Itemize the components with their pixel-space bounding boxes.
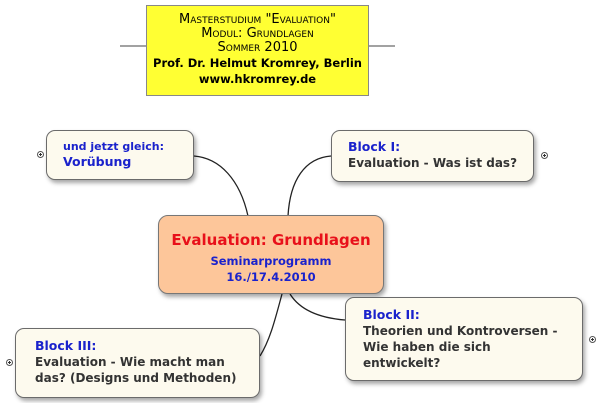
title-program: Masterstudium "Evaluation"	[179, 12, 336, 27]
title-author: Prof. Dr. Helmut Kromrey, Berlin	[153, 56, 362, 70]
vorubung-label: und jetzt gleich:	[63, 140, 164, 153]
title-box: Masterstudium "Evaluation" Modul: Grundl…	[146, 5, 369, 96]
central-date: 16./17.4.2010	[226, 270, 316, 284]
title-semester: Sommer 2010	[217, 40, 298, 55]
node-block1[interactable]: Block I: Evaluation - Was ist das?	[331, 130, 534, 182]
block3-text-line2: das? (Designs und Methoden)	[35, 371, 237, 385]
block2-text-line2: Wie haben die sich	[363, 340, 491, 354]
node-block3[interactable]: Block III: Evaluation - Wie macht man da…	[15, 328, 260, 398]
vorubung-text: Vorübung	[63, 154, 132, 169]
title-website: www.hkromrey.de	[198, 72, 317, 86]
expand-vorubung-icon[interactable]	[37, 151, 44, 158]
central-node[interactable]: Evaluation: Grundlagen Seminarprogramm 1…	[158, 215, 384, 294]
node-block2[interactable]: Block II: Theorien und Kontroversen - Wi…	[345, 297, 583, 381]
block2-text-line3: entwickelt?	[363, 356, 441, 370]
block1-label: Block I:	[348, 139, 401, 154]
block2-text-line1: Theorien und Kontroversen -	[363, 324, 558, 338]
expand-block3-icon[interactable]	[6, 359, 13, 366]
connector-block1	[287, 155, 332, 217]
connector-block3	[259, 293, 283, 357]
node-vorubung[interactable]: und jetzt gleich: Vorübung	[46, 130, 194, 180]
block2-label: Block II:	[363, 307, 420, 322]
connector-vorubung	[193, 155, 249, 217]
connector-block2	[289, 293, 346, 321]
expand-block1-icon[interactable]	[541, 152, 548, 159]
block1-text: Evaluation - Was ist das?	[348, 156, 518, 170]
title-module: Modul: Grundlagen	[201, 26, 314, 41]
central-subtitle: Seminarprogramm	[210, 254, 332, 268]
block3-text-line1: Evaluation - Wie macht man	[35, 355, 225, 369]
central-title: Evaluation: Grundlagen	[171, 231, 371, 249]
block3-label: Block III:	[35, 338, 97, 353]
expand-block2-icon[interactable]	[589, 336, 596, 343]
